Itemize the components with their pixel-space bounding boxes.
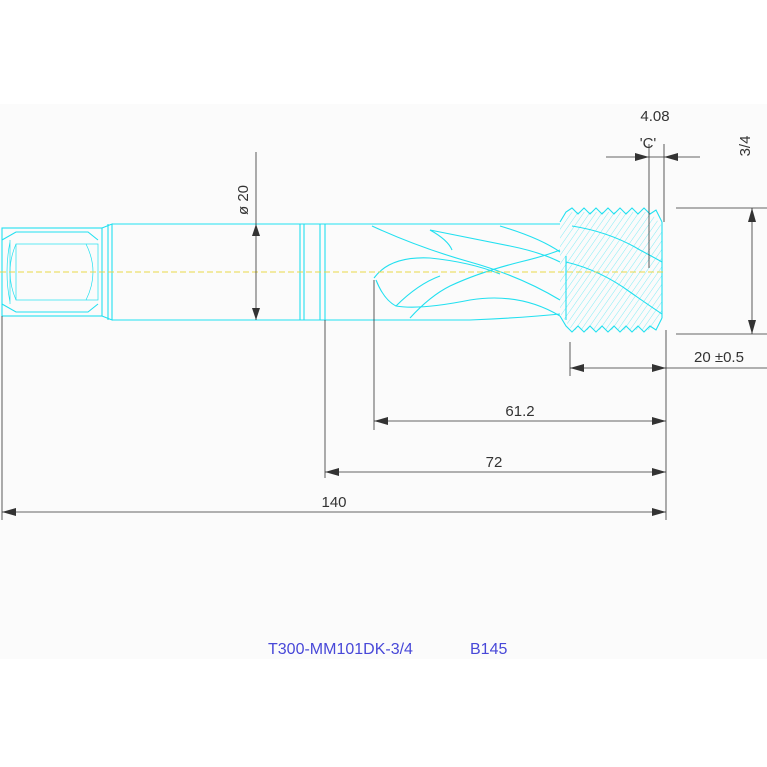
flute-length-dimension: 61.2 — [374, 403, 666, 425]
thread-size-dimension: 3/4 — [676, 136, 767, 335]
thread-length-label: 20 ±0.5 — [694, 349, 744, 366]
chamfer-label: 'C' — [640, 135, 657, 152]
overall-length-dimension: 140 — [2, 494, 666, 516]
drawing-code: B145 — [470, 641, 507, 658]
chamfer-length-label: 4.08 — [640, 108, 669, 125]
tap-outline — [1, 207, 663, 333]
neck-length-dimension: 72 — [325, 454, 666, 476]
shank-diameter-label: ø 20 — [235, 185, 252, 215]
thread-section — [559, 207, 663, 333]
title-block: T300-MM101DK-3/4 B145 — [268, 641, 507, 658]
neck-length-label: 72 — [486, 454, 503, 471]
shank-diameter-dimension: ø 20 — [235, 152, 260, 320]
thread-length-dimension: 20 ±0.5 — [570, 349, 767, 372]
drawing-area — [0, 104, 767, 659]
thread-size-label: 3/4 — [737, 136, 754, 157]
chamfer-dimension: 4.08 'C' — [606, 108, 700, 268]
overall-length-label: 140 — [321, 494, 346, 511]
dimension-lines: ø 20 140 72 61.2 — [1, 108, 767, 520]
fluted-body — [340, 223, 561, 321]
part-number: T300-MM101DK-3/4 — [268, 641, 413, 658]
flute-length-label: 61.2 — [505, 403, 534, 420]
